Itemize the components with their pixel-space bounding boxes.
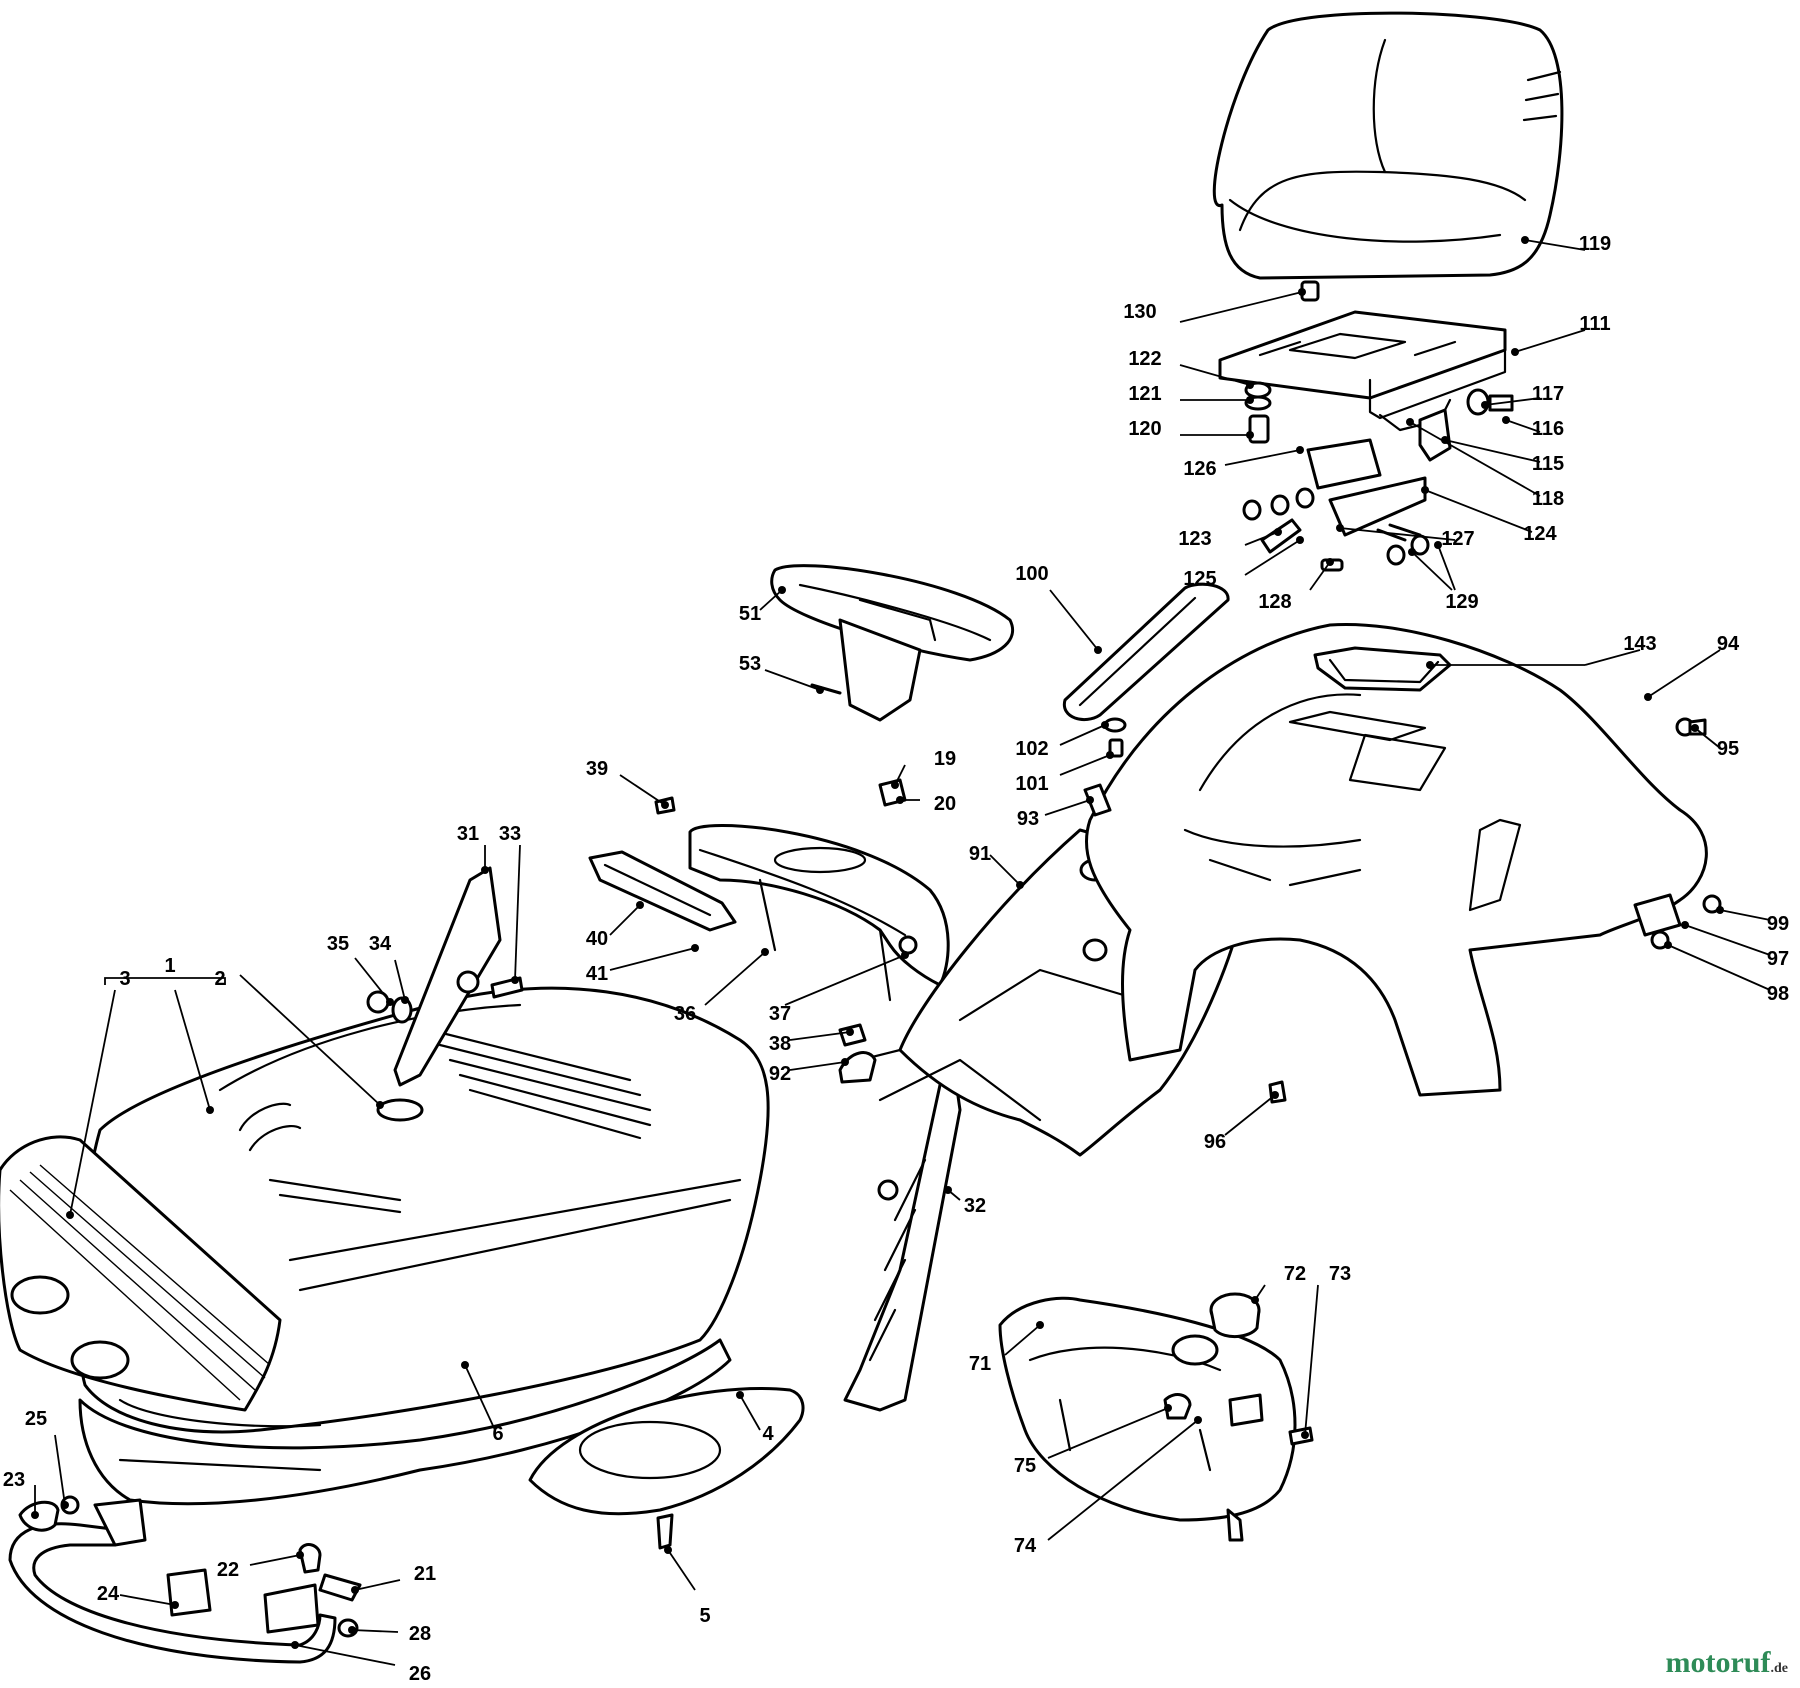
part-label-96: 96 — [1204, 1131, 1226, 1153]
part-label-120: 120 — [1128, 418, 1161, 440]
part-label-34: 34 — [369, 933, 392, 955]
part-label-39: 39 — [586, 758, 608, 780]
part-label-51: 51 — [739, 603, 761, 625]
part-label-124: 124 — [1523, 523, 1557, 545]
belly-pan — [528, 1386, 805, 1516]
fuel-tank — [998, 1292, 1314, 1542]
front-grille — [0, 1135, 282, 1412]
storage-tray — [1313, 646, 1452, 692]
seat-plate — [1218, 310, 1507, 432]
seat — [1212, 11, 1564, 280]
part-label-20: 20 — [934, 793, 956, 815]
part-label-116: 116 — [1532, 418, 1564, 440]
part-label-125: 125 — [1183, 568, 1216, 590]
part-label-99: 99 — [1767, 913, 1789, 935]
part-label-117: 117 — [1532, 383, 1564, 405]
part-label-25: 25 — [25, 1408, 47, 1430]
dash-insert — [588, 850, 737, 932]
part-label-72: 72 — [1284, 1263, 1306, 1285]
bumper-hardware — [18, 1495, 674, 1638]
part-label-38: 38 — [769, 1033, 791, 1055]
part-label-3: 3 — [119, 968, 130, 990]
part-label-53: 53 — [739, 653, 761, 675]
part-label-73: 73 — [1329, 1263, 1351, 1285]
part-label-129: 129 — [1445, 591, 1478, 613]
part-label-130: 130 — [1123, 301, 1156, 323]
part-label-128: 128 — [1258, 591, 1291, 613]
watermark-logo: motoruf.de — [1666, 1646, 1788, 1680]
part-label-126: 126 — [1183, 458, 1216, 480]
part-label-122: 122 — [1128, 348, 1161, 370]
part-label-127: 127 — [1441, 528, 1474, 550]
part-label-35: 35 — [327, 933, 349, 955]
part-label-102: 102 — [1015, 738, 1048, 760]
part-label-4: 4 — [762, 1423, 774, 1445]
part-label-1: 1 — [164, 955, 175, 977]
hood-support-right — [843, 1073, 962, 1412]
part-label-33: 33 — [499, 823, 521, 845]
part-label-98: 98 — [1767, 983, 1789, 1005]
part-label-28: 28 — [409, 1623, 431, 1645]
part-label-143: 143 — [1623, 633, 1656, 655]
part-label-119: 119 — [1579, 233, 1611, 255]
part-label-32: 32 — [964, 1195, 986, 1217]
part-label-21: 21 — [414, 1563, 436, 1585]
part-label-5: 5 — [699, 1605, 710, 1627]
part-label-71: 71 — [969, 1353, 991, 1375]
front-bumper — [8, 1498, 337, 1664]
hood-side-panel — [78, 1338, 732, 1506]
part-label-118: 118 — [1532, 488, 1564, 510]
watermark-tld: .de — [1770, 1661, 1789, 1676]
part-label-75: 75 — [1014, 1455, 1036, 1477]
part-label-91: 91 — [969, 843, 991, 865]
watermark-text: motoruf — [1665, 1646, 1771, 1679]
part-label-95: 95 — [1717, 738, 1739, 760]
part-label-101: 101 — [1015, 773, 1048, 795]
part-label-115: 115 — [1532, 453, 1564, 475]
part-label-24: 24 — [97, 1583, 120, 1605]
part-label-41: 41 — [586, 963, 608, 985]
part-label-121: 121 — [1128, 383, 1161, 405]
part-label-2: 2 — [214, 968, 225, 990]
steering-wheel — [770, 564, 1014, 722]
part-label-19: 19 — [934, 748, 956, 770]
fender-hardware — [1268, 717, 1722, 1104]
part-label-31: 31 — [457, 823, 479, 845]
part-label-93: 93 — [1017, 808, 1039, 830]
part-label-26: 26 — [409, 1663, 431, 1685]
part-label-111: 111 — [1579, 313, 1610, 335]
steering-pin — [810, 683, 842, 695]
part-label-40: 40 — [586, 928, 608, 950]
part-label-100: 100 — [1015, 563, 1048, 585]
part-label-36: 36 — [674, 1003, 696, 1025]
rear-fender — [1084, 622, 1708, 1097]
leader-lines — [31, 236, 1771, 1666]
part-label-6: 6 — [492, 1423, 503, 1445]
part-label-22: 22 — [217, 1559, 239, 1581]
part-label-37: 37 — [769, 1003, 791, 1025]
part-label-123: 123 — [1178, 528, 1211, 550]
part-label-94: 94 — [1717, 633, 1740, 655]
part-label-97: 97 — [1767, 948, 1789, 970]
seat-pan-cover — [1062, 582, 1230, 721]
part-label-74: 74 — [1014, 1535, 1037, 1557]
part-label-92: 92 — [769, 1063, 791, 1085]
part-label-23: 23 — [3, 1469, 25, 1491]
